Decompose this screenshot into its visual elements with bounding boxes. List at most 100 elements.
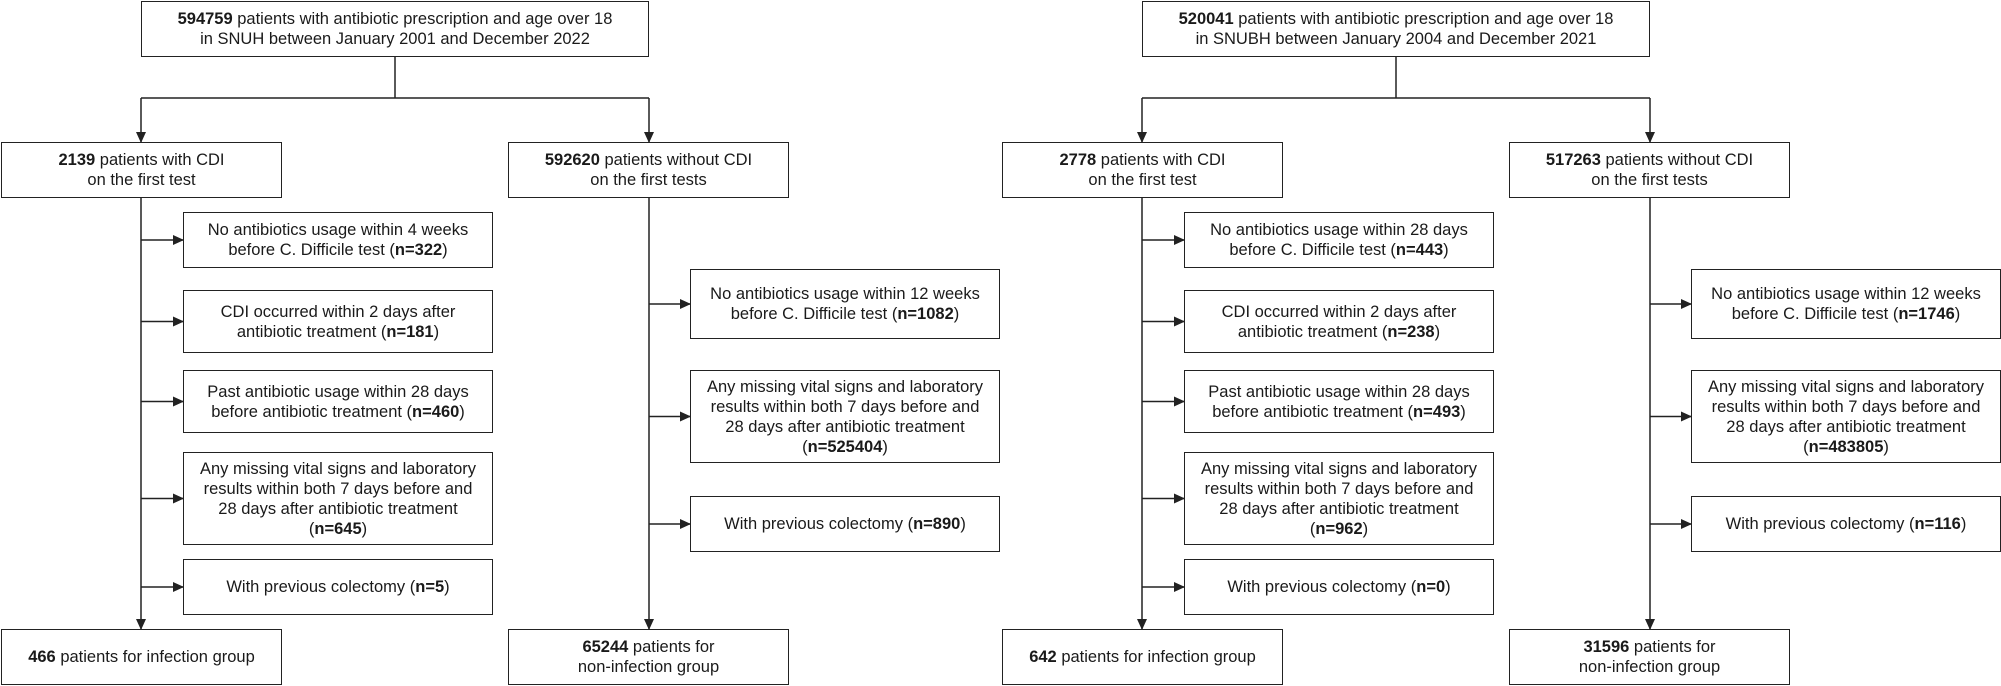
count-value: 642 xyxy=(1029,648,1057,666)
count-value: 592620 xyxy=(544,151,600,169)
count-value: n=116 xyxy=(1914,515,1961,533)
box-text: on the first tests xyxy=(1591,171,1708,189)
box-text: Any missing vital signs and laboratory xyxy=(706,377,984,396)
count-value: 520041 xyxy=(1178,10,1234,28)
box-text-line: Past antibiotic usage within 28 days xyxy=(207,382,468,402)
box-text: patients without CDI xyxy=(1600,151,1754,169)
box-text: With previous colectomy ( xyxy=(1227,578,1417,596)
count-value: 2139 xyxy=(58,151,96,169)
box-text: Any missing vital signs and laboratory xyxy=(1200,459,1478,478)
box-text-line: 65244 patients for xyxy=(582,637,714,657)
box-text-line: With previous colectomy (n=5) xyxy=(226,577,449,597)
box-text: before C. Difficile test ( xyxy=(1229,241,1396,259)
box-text: No antibiotics usage within 12 weeks xyxy=(1711,285,1981,303)
box-text: on the first tests xyxy=(590,171,707,189)
box-text: No antibiotics usage within 28 days xyxy=(1210,221,1468,239)
box-text: ) xyxy=(433,322,440,341)
box-text-line: 28 days after antibiotic treatment xyxy=(725,417,964,437)
count-value: n=5 xyxy=(415,578,445,596)
box-text: results within both 7 days before and xyxy=(203,479,473,498)
exclusion-box: With previous colectomy (n=116) xyxy=(1691,496,2001,552)
exclusion-box: With previous colectomy (n=5) xyxy=(183,559,493,615)
box-text-line: With previous colectomy (n=116) xyxy=(1726,514,1967,534)
count-value: n=962 xyxy=(1315,519,1363,538)
box-text: antibiotic treatment ( xyxy=(1237,322,1388,341)
box-text-line: No antibiotics usage within 28 days xyxy=(1210,220,1468,240)
box-text-line: CDI occurred within 2 days after xyxy=(1222,302,1457,322)
box-text: ( xyxy=(1803,437,1809,456)
box-text-line: 28 days after antibiotic treatment xyxy=(1219,499,1458,519)
count-value: n=493 xyxy=(1413,402,1461,421)
box-text: Any missing vital signs and laboratory xyxy=(199,459,477,478)
box-text: on the first test xyxy=(1088,171,1197,189)
box-text-line: 592620 patients without CDI xyxy=(545,150,752,170)
box-text: ) xyxy=(1954,305,1961,323)
box-text: With previous colectomy ( xyxy=(226,578,416,596)
count-value: 65244 xyxy=(582,638,629,656)
box-text-line: 28 days after antibiotic treatment xyxy=(1726,417,1965,437)
box-text: CDI occurred within 2 days after xyxy=(1221,302,1457,321)
box-text: With previous colectomy ( xyxy=(1725,515,1915,533)
box-text-line: No antibiotics usage within 4 weeks xyxy=(208,220,468,240)
box-text-line: CDI occurred within 2 days after xyxy=(221,302,456,322)
count-value: n=645 xyxy=(314,519,362,538)
box-text: patients for infection group xyxy=(55,648,255,666)
box-text-line: on the first tests xyxy=(1591,170,1707,190)
box-text-line: 466 patients for infection group xyxy=(28,647,255,667)
box-text: patients with CDI xyxy=(1096,151,1226,169)
count-value: 466 xyxy=(28,648,56,666)
box-text: patients for xyxy=(1629,638,1716,656)
box-text: patients for xyxy=(628,638,715,656)
box-text-line: No antibiotics usage within 12 weeks xyxy=(1711,284,1981,304)
box-text-line: before C. Difficile test (n=322) xyxy=(228,240,447,260)
box-text: in SNUH between January 2001 and Decembe… xyxy=(200,30,590,48)
box-text: ) xyxy=(1434,322,1441,341)
box-text-line: antibiotic treatment (n=238) xyxy=(1238,322,1440,342)
box-text: ) xyxy=(361,519,368,538)
infection-group-box: 466 patients for infection group xyxy=(1,629,282,685)
box-text-line: in SNUBH between January 2004 and Decemb… xyxy=(1196,29,1597,49)
box-text: results within both 7 days before and xyxy=(1204,479,1474,498)
count-value: 31596 xyxy=(1583,638,1630,656)
box-text: patients with antibiotic prescription an… xyxy=(1233,10,1614,28)
exclusion-box: No antibiotics usage within 12 weeks befo… xyxy=(1691,269,2001,339)
box-text: ) xyxy=(459,402,465,421)
box-text: ) xyxy=(953,305,960,323)
box-text: No antibiotics usage within 4 weeks xyxy=(207,221,469,239)
count-value: n=322 xyxy=(394,241,443,259)
box-text: 28 days after antibiotic treatment xyxy=(725,417,965,436)
count-value: 517263 xyxy=(1545,151,1601,169)
box-text-line: 642 patients for infection group xyxy=(1029,647,1256,667)
box-text-line: 2139 patients with CDI xyxy=(58,150,224,170)
box-text: ) xyxy=(442,241,448,259)
box-text: ) xyxy=(1362,519,1369,538)
box-text: ) xyxy=(882,437,888,456)
box-text-line: Any missing vital signs and laboratory xyxy=(707,377,983,397)
box-text: before C. Difficile test ( xyxy=(1731,305,1899,323)
box-text: antibiotic treatment ( xyxy=(236,322,387,341)
box-text-line: No antibiotics usage within 12 weeks xyxy=(710,284,980,304)
box-text-line: on the first test xyxy=(87,170,195,190)
box-text: in SNUBH between January 2004 and Decemb… xyxy=(1195,30,1597,48)
cdi-negative-box: 517263 patients without CDI on the first … xyxy=(1509,142,1790,198)
box-text-line: on the first tests xyxy=(590,170,706,190)
box-text: 28 days after antibiotic treatment xyxy=(218,499,458,518)
box-text: before antibiotic treatment ( xyxy=(1212,402,1414,421)
box-text: before antibiotic treatment ( xyxy=(211,402,413,421)
box-text: ) xyxy=(1443,241,1449,259)
exclusion-box: With previous colectomy (n=890) xyxy=(690,496,1000,552)
cohort-source-box: 594759 patients with antibiotic prescrip… xyxy=(141,1,649,57)
box-text: non-infection group xyxy=(1578,658,1721,676)
box-text: ( xyxy=(308,519,315,538)
box-text: non-infection group xyxy=(577,658,720,676)
box-text: CDI occurred within 2 days after xyxy=(220,302,456,321)
box-text-line: antibiotic treatment (n=181) xyxy=(237,322,439,342)
count-value: n=181 xyxy=(386,322,434,341)
